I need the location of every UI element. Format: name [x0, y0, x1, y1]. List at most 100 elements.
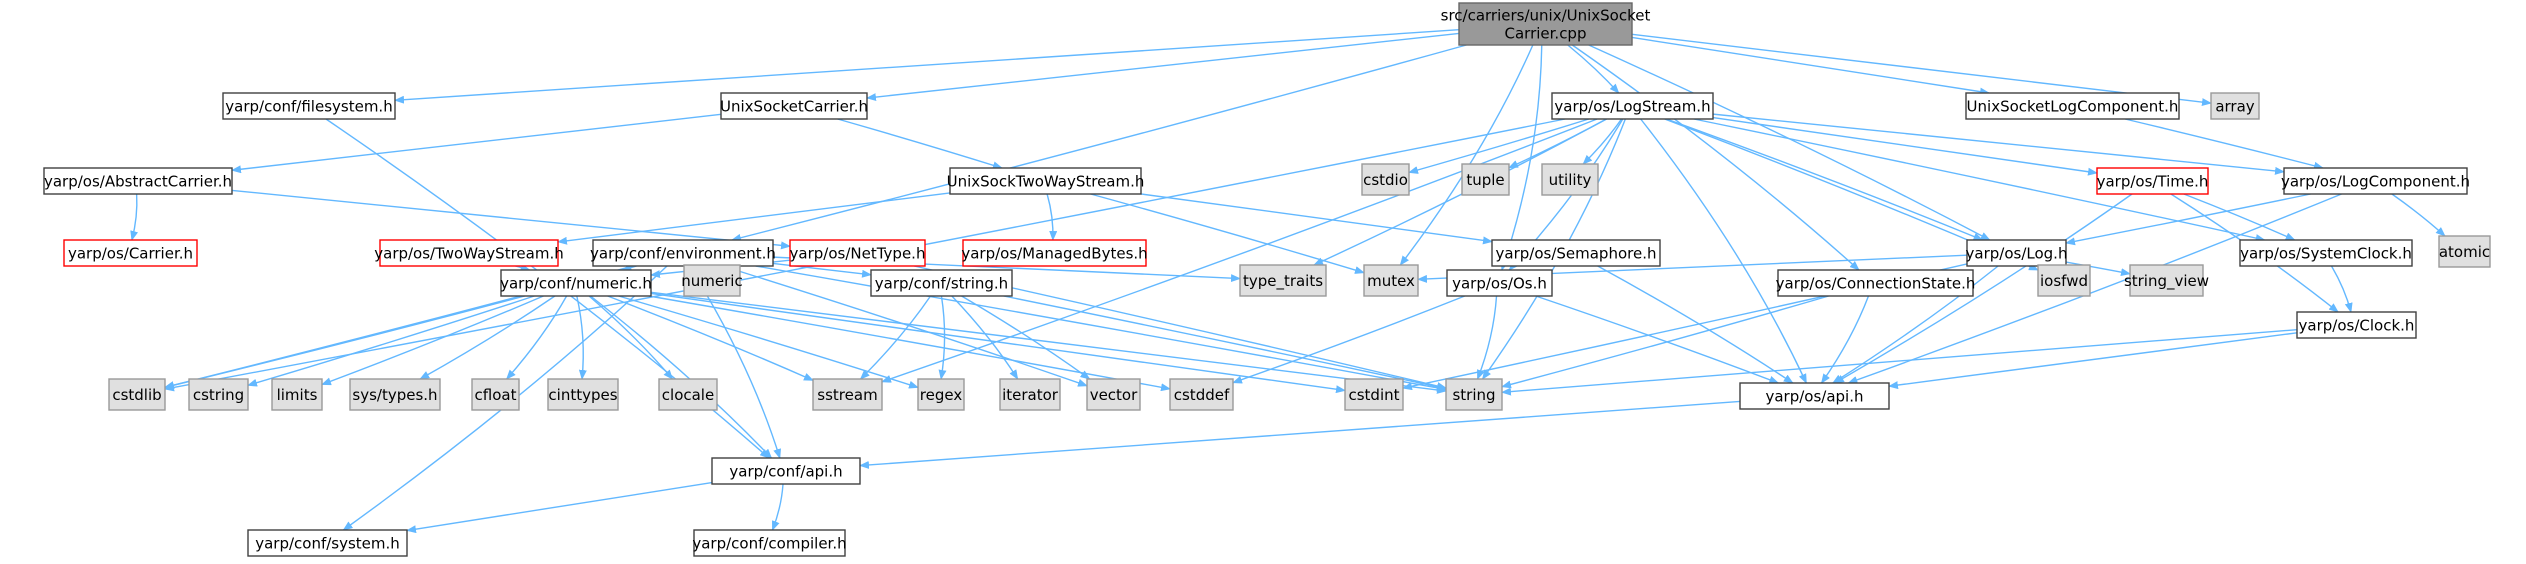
node-type_traits: type_traits — [1239, 264, 1327, 297]
node-sstream: sstream — [812, 378, 883, 411]
node-box-iterator — [999, 378, 1061, 411]
edge-environment-to-vector — [722, 265, 1088, 387]
node-environment[interactable]: yarp/conf/environment.h — [590, 239, 776, 267]
node-semaphore[interactable]: yarp/os/Semaphore.h — [1491, 239, 1661, 267]
edge-api_conf-to-compiler_h — [771, 483, 784, 531]
node-label-string_h: yarp/conf/string.h — [875, 275, 1008, 293]
node-logstream[interactable]: yarp/os/LogStream.h — [1551, 92, 1714, 120]
node-nettype[interactable]: yarp/os/NetType.h — [789, 239, 926, 267]
node-label-cstddef: cstddef — [1174, 386, 1230, 404]
node-filesystem[interactable]: yarp/conf/filesystem.h — [222, 92, 396, 120]
node-label-cfloat: cfloat — [475, 386, 517, 404]
node-cstdint: cstdint — [1344, 378, 1404, 411]
edge-numeric_h-to-regex — [618, 295, 919, 389]
edge-unixsocktwowaystream-to-mutex — [1090, 193, 1365, 274]
edge-api_os-to-api_conf — [859, 400, 1741, 469]
node-carrier[interactable]: yarp/os/Carrier.h — [63, 239, 198, 267]
node-label-api_os: yarp/os/api.h — [1765, 388, 1863, 406]
node-compiler_h[interactable]: yarp/conf/compiler.h — [692, 529, 847, 557]
node-string_h[interactable]: yarp/conf/string.h — [870, 269, 1013, 297]
edge-numeric_h-to-cstring — [247, 295, 535, 387]
edge-root-to-logstream — [1567, 44, 1620, 94]
node-label-cinttypes: cinttypes — [548, 386, 617, 404]
edge-connectionstate-to-api_os — [1820, 295, 1870, 384]
nodes-layer: src/carriers/unix/UnixSocketCarrier.cpp y… — [43, 2, 2491, 557]
node-label-systypes: sys/types.h — [352, 386, 437, 404]
node-label-string_view: string_view — [2124, 272, 2209, 291]
node-clock[interactable]: yarp/os/Clock.h — [2296, 311, 2417, 339]
node-box-numeric_h — [500, 269, 652, 297]
edge-string_h-to-iterator — [951, 295, 1019, 380]
edge-numeric_h-to-string — [650, 291, 1447, 394]
node-box-utility — [1541, 163, 1599, 196]
node-label-system_h: yarp/conf/system.h — [255, 535, 400, 553]
edge-clock-to-string — [1501, 328, 2298, 396]
node-iterator: iterator — [999, 378, 1061, 411]
edge-string_h-to-string — [1003, 295, 1447, 391]
node-box-twowaystream — [379, 239, 559, 267]
node-box-cinttypes — [547, 378, 619, 411]
edge-connectionstate-to-string — [1501, 295, 1829, 389]
node-api_conf[interactable]: yarp/conf/api.h — [711, 457, 861, 485]
edge-numeric_h-to-limits — [321, 295, 544, 386]
edge-os_h-to-api_os — [1535, 295, 1780, 384]
edge-logstream-to-time — [1712, 116, 2098, 176]
edge-environment-to-string_h — [772, 262, 872, 278]
edges-layer — [130, 29, 2446, 534]
node-box-time — [2096, 167, 2209, 195]
node-iosfwd: iosfwd — [2037, 264, 2091, 297]
node-unixsocktwowaystream[interactable]: UnixSockTwoWayStream.h — [947, 167, 1145, 195]
node-system_h[interactable]: yarp/conf/system.h — [247, 529, 408, 557]
node-label-cstring: cstring — [193, 386, 244, 404]
node-label-iterator: iterator — [1002, 386, 1059, 404]
node-limits: limits — [271, 378, 323, 411]
node-systemclock[interactable]: yarp/os/SystemClock.h — [2239, 239, 2413, 267]
node-box-cstddef — [1169, 378, 1234, 411]
node-label-logstream: yarp/os/LogStream.h — [1554, 98, 1710, 116]
edge-numeric_h-to-cinttypes — [576, 295, 587, 380]
node-box-cstdio — [1361, 163, 1410, 196]
node-label-type_traits: type_traits — [1243, 272, 1323, 291]
node-logcomponent[interactable]: yarp/os/LogComponent.h — [2281, 167, 2470, 195]
edge-logstream-to-logcomponent — [1712, 113, 2285, 175]
edge-string_h-to-regex — [938, 295, 947, 380]
edge-numeric_h-to-cstddef — [648, 295, 1171, 392]
edge-log-to-api_os — [1832, 265, 1999, 384]
node-vector: vector — [1086, 378, 1141, 411]
node-label-vector: vector — [1090, 386, 1138, 404]
node-label-unixsocketcarrier: UnixSocketCarrier.h — [720, 98, 868, 116]
node-unixsocketcarrier[interactable]: UnixSocketCarrier.h — [720, 92, 868, 120]
node-connectionstate[interactable]: yarp/os/ConnectionState.h — [1776, 269, 1976, 297]
node-box-managedbytes — [962, 239, 1147, 267]
node-abstractcarrier[interactable]: yarp/os/AbstractCarrier.h — [43, 167, 233, 195]
edge-numeric_h-to-cfloat — [506, 295, 568, 380]
edge-root-to-unixsocketcarrier — [866, 32, 1460, 102]
node-box-cstdlib — [108, 378, 166, 411]
node-box-logcomponent — [2283, 167, 2468, 195]
node-time[interactable]: yarp/os/Time.h — [2096, 167, 2209, 195]
edge-abstractcarrier-to-nettype — [231, 189, 791, 250]
node-root[interactable]: src/carriers/unix/UnixSocketCarrier.cpp — [1441, 2, 1651, 46]
node-box-string_h — [870, 269, 1013, 297]
node-log[interactable]: yarp/os/Log.h — [1966, 239, 2068, 267]
node-numeric_h[interactable]: yarp/conf/numeric.h — [500, 269, 652, 297]
node-twowaystream[interactable]: yarp/os/TwoWayStream.h — [374, 239, 564, 267]
node-label-api_conf: yarp/conf/api.h — [729, 463, 842, 481]
node-box-nettype — [789, 239, 926, 267]
edge-api_conf-to-system_h — [406, 481, 713, 534]
node-label-twowaystream: yarp/os/TwoWayStream.h — [374, 245, 563, 263]
node-box-cstdint — [1344, 378, 1404, 411]
node-box-root — [1458, 2, 1633, 46]
node-label-systemclock: yarp/os/SystemClock.h — [2240, 245, 2412, 263]
node-managedbytes[interactable]: yarp/os/ManagedBytes.h — [961, 239, 1148, 267]
node-label-atomic: atomic — [2439, 243, 2490, 261]
node-os_h[interactable]: yarp/os/Os.h — [1446, 269, 1553, 297]
node-label-environment: yarp/conf/environment.h — [590, 245, 776, 263]
node-api_os[interactable]: yarp/os/api.h — [1739, 382, 1890, 410]
node-box-cfloat — [471, 378, 520, 411]
edge-logstream-to-log — [1666, 118, 1984, 241]
node-unixsocketlogcomponent[interactable]: UnixSocketLogComponent.h — [1965, 92, 2180, 120]
node-box-atomic — [2438, 235, 2491, 268]
edge-log-to-string_view — [2065, 261, 2131, 277]
edge-logstream-to-utility — [1582, 118, 1623, 165]
